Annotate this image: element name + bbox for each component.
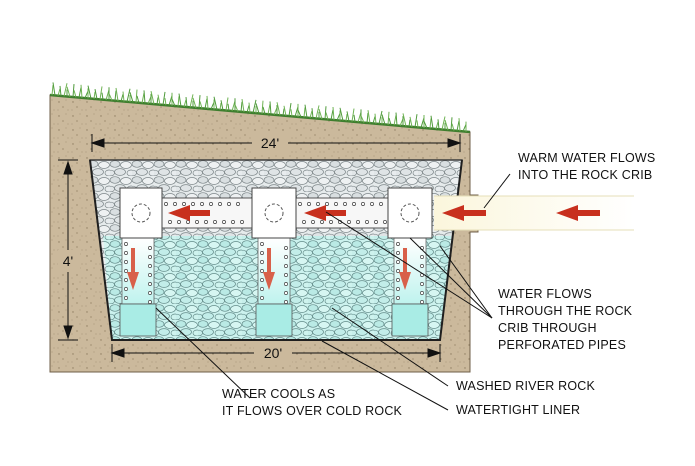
label-cools-2: IT FLOWS OVER COLD ROCK [222, 404, 403, 418]
leader-lines [155, 173, 511, 411]
dimension-top-label: 24' [261, 135, 279, 151]
arrow-inflow-1 [556, 205, 600, 221]
label-liner: WATERTIGHT LINER [456, 403, 580, 417]
arrow-run-2 [304, 205, 346, 221]
perforations [124, 202, 424, 304]
arrow-down-3 [399, 248, 411, 290]
label-washed-rock: WASHED RIVER ROCK [456, 379, 596, 393]
dimension-height-label: 4' [63, 253, 73, 269]
pipe-joints [119, 187, 433, 239]
label-warm-water-1: WARM WATER FLOWS [518, 151, 655, 165]
label-flows-2: THROUGH THE ROCK [498, 304, 633, 318]
label-warm-water-2: INTO THE ROCK CRIB [518, 168, 652, 182]
label-flows-4: PERFORATED PIPES [498, 338, 626, 352]
grass-blades [51, 82, 467, 132]
watertight-liner [89, 159, 463, 341]
label-flows-3: CRIB THROUGH [498, 321, 597, 335]
arrow-inflow-2 [442, 205, 486, 221]
label-flows-1: WATER FLOWS [498, 287, 592, 301]
dimension-bottom-label: 20' [264, 345, 282, 361]
label-cools-1: WATER COOLS AS [222, 387, 335, 401]
flow-arrows [127, 205, 600, 290]
arrow-down-2 [263, 248, 275, 290]
callouts: WARM WATER FLOWS INTO THE ROCK CRIB WATE… [222, 151, 655, 418]
arrow-run-1 [168, 205, 210, 221]
arrow-down-1 [127, 248, 139, 290]
